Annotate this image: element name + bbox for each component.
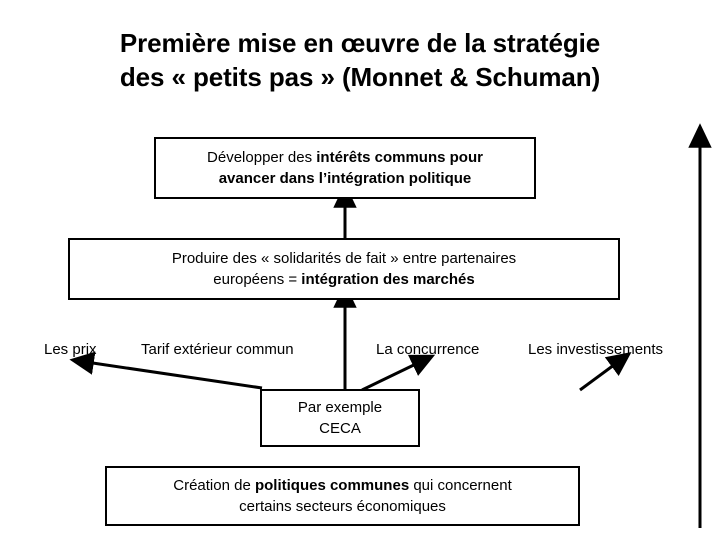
label-les-prix: Les prix <box>44 341 97 358</box>
box-politiques-communes: Création de politiques communes qui conc… <box>105 466 580 526</box>
box-par-exemple-ceca: Par exemple CECA <box>260 389 420 447</box>
box-solidarites-line2-pre: européens = <box>213 271 302 288</box>
arrow-ceca-to-concurrence <box>361 354 436 392</box>
box-politiques-line1-bold: politiques communes <box>254 476 410 494</box>
title-line-1: Première mise en œuvre de la stratégie <box>119 28 601 58</box>
box-politiques-line2: certains secteurs économiques <box>239 498 446 515</box>
box-solidarites-line1: Produire des « solidarités de fait » ent… <box>171 249 517 267</box>
title-line-2: des « petits pas » (Monnet & Schuman) <box>119 62 601 93</box>
page-title: Première mise en œuvre de la stratégie d… <box>0 26 720 95</box>
box-interets-line1-pre: Développer des <box>207 148 317 166</box>
box-solidarites-line2-bold: intégration des marchés <box>301 271 475 288</box>
box-interets-communs: Développer des intérêts communs pour ava… <box>154 137 536 199</box>
label-les-investissements: Les investissements <box>528 341 664 358</box>
box-interets-line1-bold: intérêts communs pour <box>316 148 483 166</box>
arrow-ceca-to-prix <box>69 351 263 390</box>
label-tarif-exterieur-commun: Tarif extérieur commun <box>141 341 294 358</box>
box-politiques-line1-post: qui concernent <box>409 476 512 494</box>
box-solidarites-de-fait: Produire des « solidarités de fait » ent… <box>68 238 620 300</box>
label-la-concurrence: La concurrence <box>376 341 480 358</box>
box-exemple-line2: CECA <box>319 420 361 437</box>
box-interets-line2-bold: avancer dans l’intégration politique <box>218 170 472 187</box>
box-politiques-line1-pre: Création de <box>173 476 255 494</box>
box-exemple-line1: Par exemple <box>297 398 383 416</box>
arrow-politiques-to-investissements <box>579 352 632 392</box>
